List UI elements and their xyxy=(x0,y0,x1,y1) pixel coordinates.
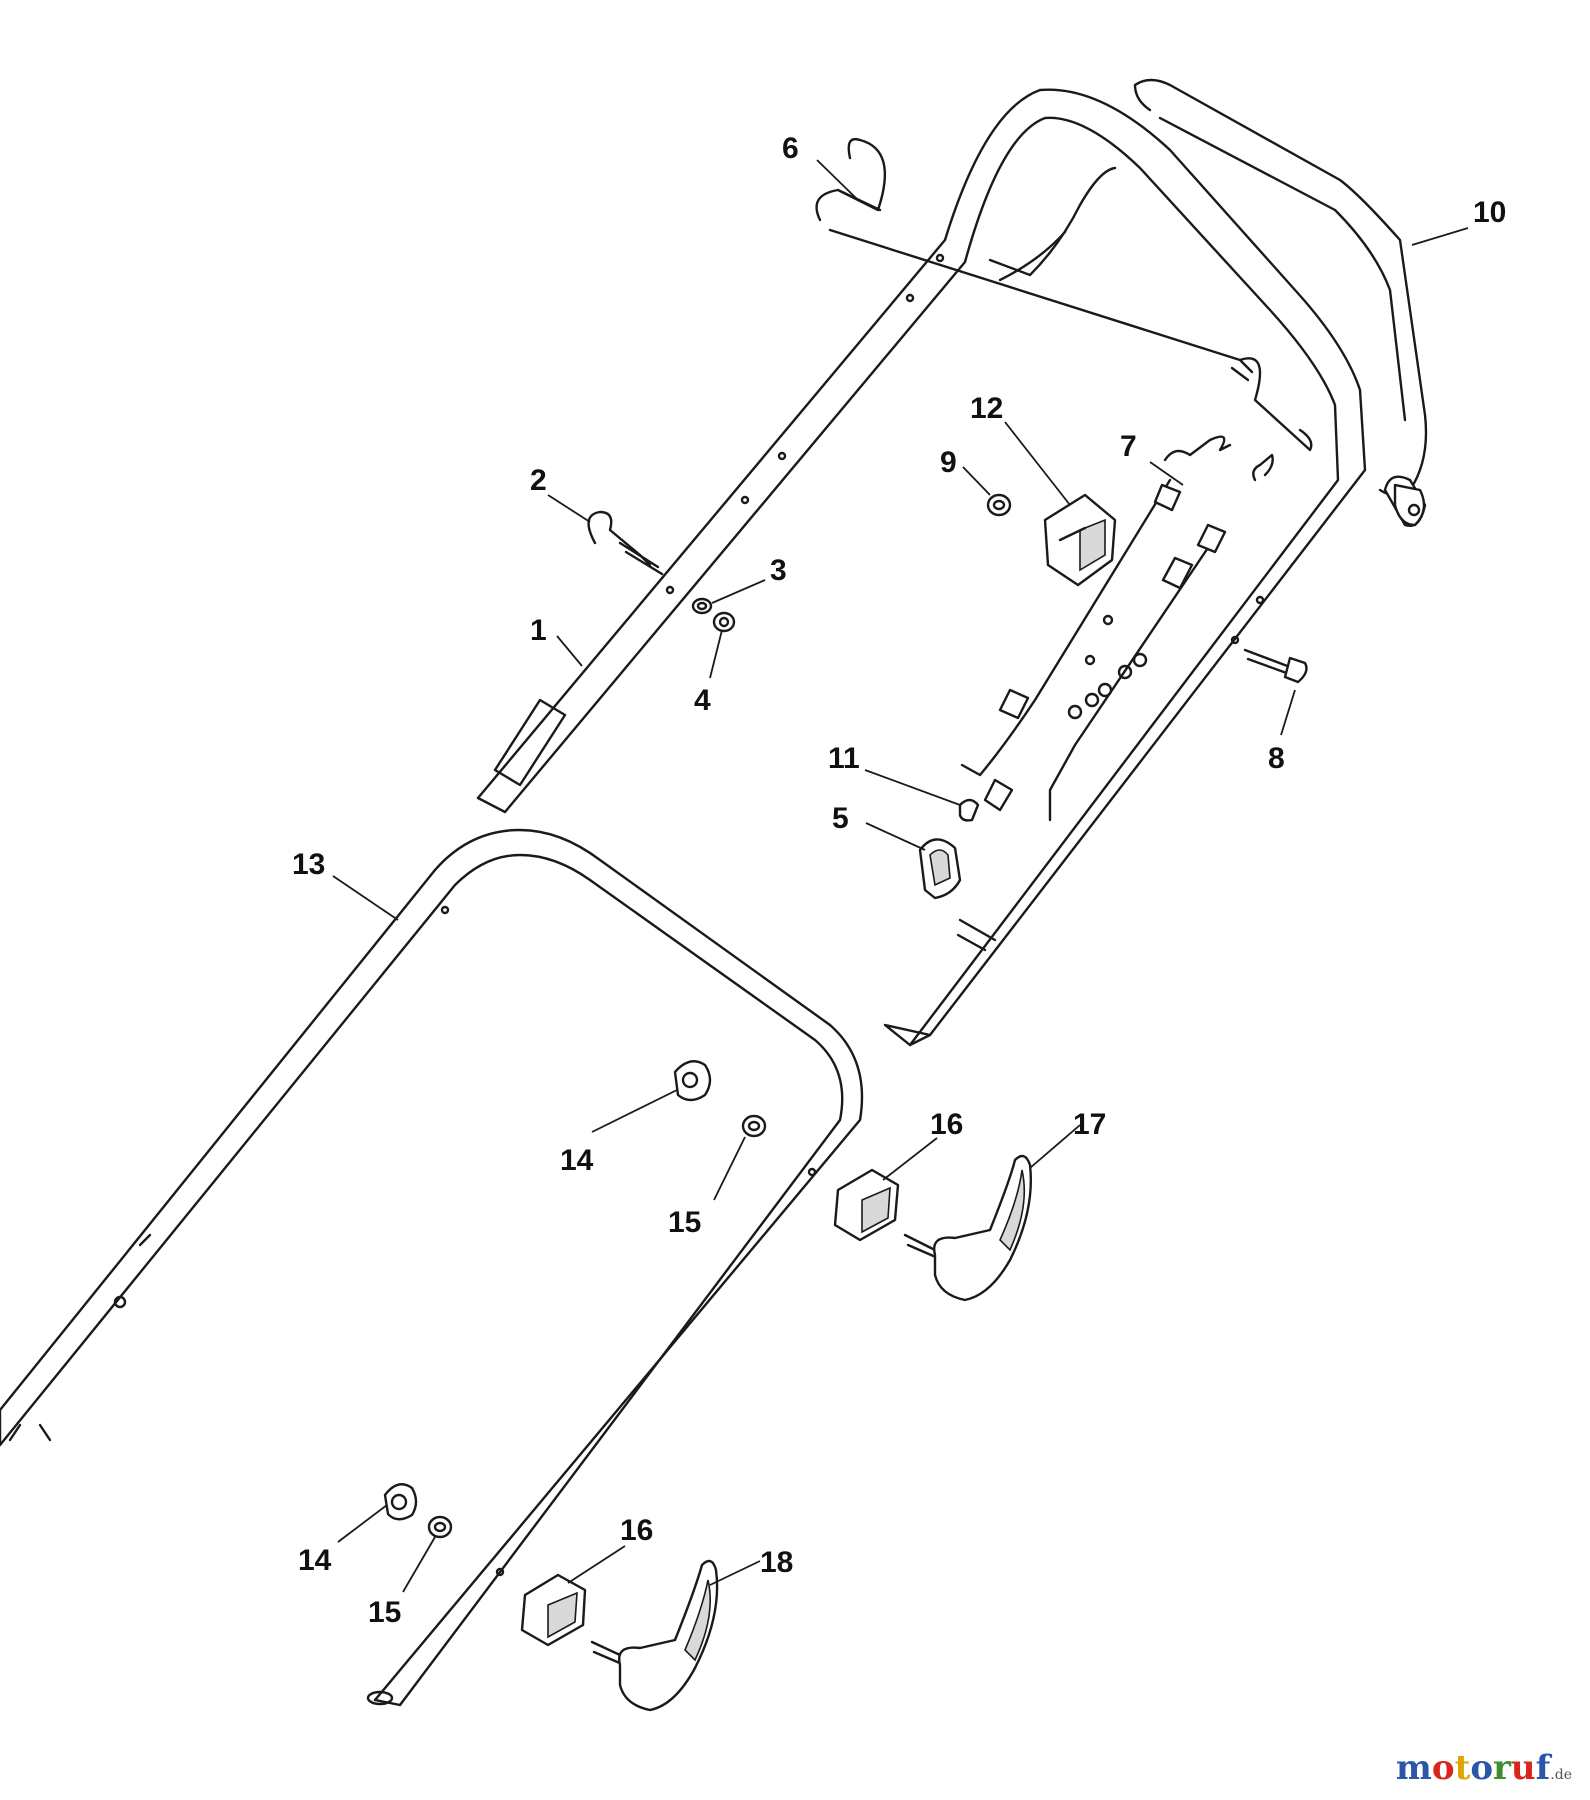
quick-release-lever-17 xyxy=(903,1154,1032,1302)
callout-4: 4 xyxy=(694,684,711,717)
bail-bracket-6 xyxy=(815,137,1313,452)
brand-letter: f xyxy=(1535,1748,1551,1788)
lower-handle-13 xyxy=(0,828,864,1707)
hook-bolt-2 xyxy=(587,510,664,576)
callout-12: 12 xyxy=(970,392,1003,425)
callout-10: 10 xyxy=(1473,196,1506,229)
callout-16-upper: 16 xyxy=(930,1108,963,1141)
callout-15-lower: 15 xyxy=(368,1596,401,1629)
callout-11: 11 xyxy=(828,742,860,775)
callout-2: 2 xyxy=(530,464,547,497)
brand-tld: .de xyxy=(1550,1767,1572,1783)
knob-14-upper xyxy=(673,1060,712,1102)
cable-end-11 xyxy=(958,798,980,822)
callout-14-upper: 14 xyxy=(560,1144,594,1177)
leader-lines xyxy=(332,159,1469,1593)
callout-3: 3 xyxy=(770,554,787,587)
brand-letter: o xyxy=(1470,1748,1493,1788)
brand-wordmark: motoruf xyxy=(1396,1748,1550,1788)
washer-3 xyxy=(691,597,713,615)
bolt-8 xyxy=(1243,648,1308,684)
cable-clip-12 xyxy=(1043,493,1117,587)
callout-6: 6 xyxy=(782,132,799,165)
nut-15-upper xyxy=(741,1114,767,1138)
callout-7: 7 xyxy=(1120,430,1137,463)
upper-handle-bar xyxy=(476,88,1367,1047)
callout-17: 17 xyxy=(1073,1108,1106,1141)
callout-16-lower: 16 xyxy=(620,1514,653,1547)
brand-letter: o xyxy=(1431,1748,1455,1788)
callout-13: 13 xyxy=(292,848,325,881)
nut-9 xyxy=(986,493,1012,517)
callout-labels: 1 2 3 4 5 6 7 8 9 10 11 12 13 14 14 15 1… xyxy=(292,132,1506,1629)
callout-5: 5 xyxy=(832,802,849,835)
brand-logo: motoruf.de xyxy=(1396,1748,1572,1788)
callout-1: 1 xyxy=(530,614,547,647)
callout-14-lower: 14 xyxy=(298,1544,332,1577)
brand-letter: u xyxy=(1510,1748,1536,1788)
brake-bail-10 xyxy=(1133,78,1428,527)
control-cables-7 xyxy=(960,435,1274,822)
callout-9: 9 xyxy=(940,446,957,479)
callout-18: 18 xyxy=(760,1546,793,1579)
quick-release-lever-18 xyxy=(590,1559,719,1712)
brand-letter: m xyxy=(1395,1748,1432,1788)
callout-15-upper: 15 xyxy=(668,1206,701,1239)
clamp-block-16-upper xyxy=(833,1168,900,1242)
nut-4 xyxy=(712,611,736,633)
brand-letter: r xyxy=(1493,1748,1511,1788)
clamp-block-16-lower xyxy=(520,1573,587,1647)
callout-8: 8 xyxy=(1268,742,1285,775)
clip-5 xyxy=(918,838,962,900)
knob-14-lower xyxy=(383,1483,418,1521)
nut-15-lower xyxy=(427,1515,453,1539)
brand-letter: t xyxy=(1454,1748,1471,1788)
